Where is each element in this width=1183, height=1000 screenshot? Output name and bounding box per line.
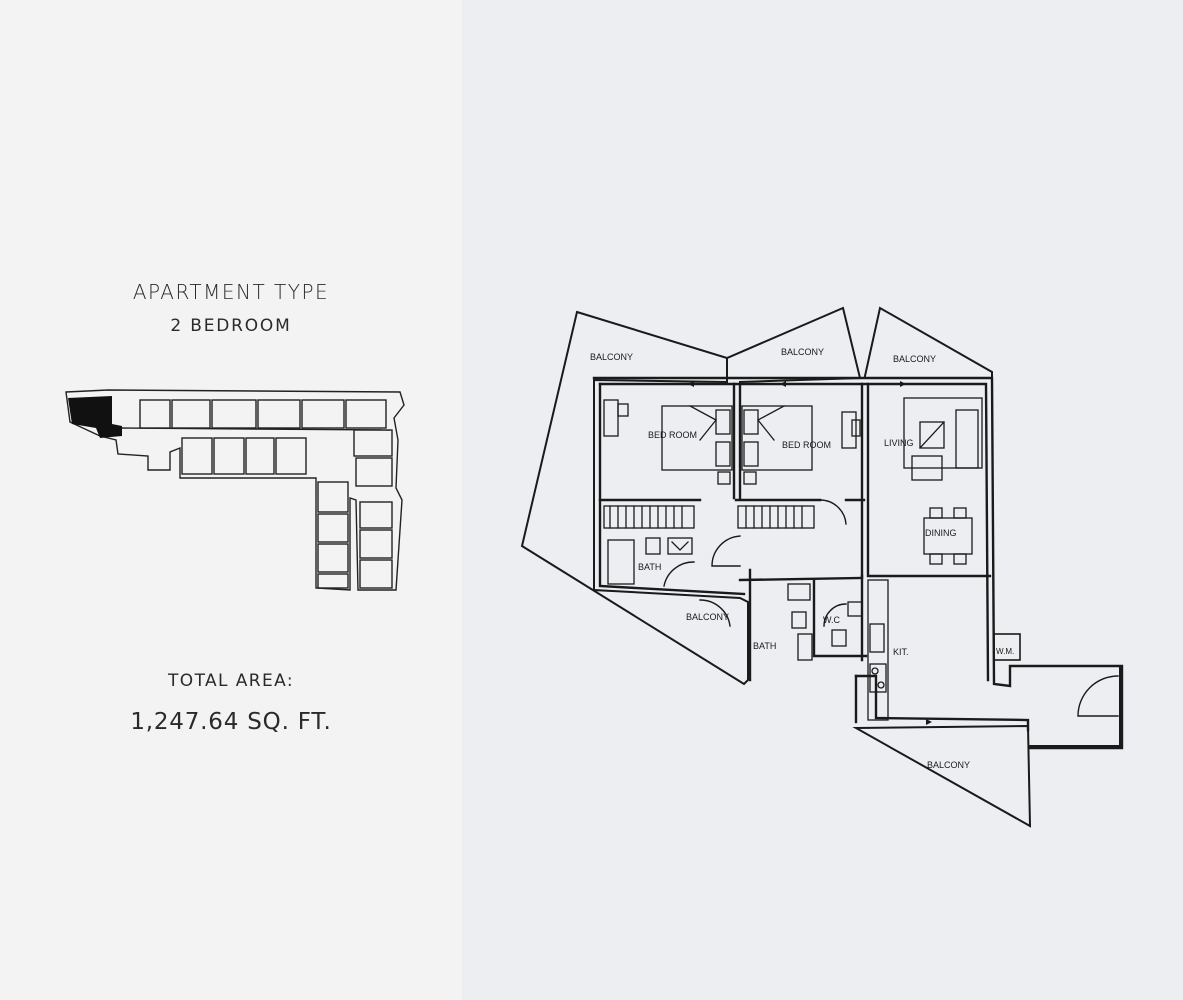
key-plan-outline [65,389,405,591]
balcony-outlines [520,306,1121,828]
label-bath-1: BATH [638,562,661,572]
label-balcony-5: BALCONY [927,760,970,770]
key-plan [65,389,405,591]
info-panel [0,0,462,1000]
walls [592,376,1124,750]
label-balcony-3: BALCONY [893,354,936,364]
bedroom-count: 2 BEDROOM [170,316,292,336]
label-washing-machine: W.M. [996,647,1014,656]
label-bedroom-2: BED ROOM [782,440,831,450]
bath-fixtures [607,537,863,661]
label-living: LIVING [884,438,914,448]
label-wc: W.C [823,615,840,625]
key-plan-middle-units [181,429,393,487]
washing-machine [993,633,1021,661]
label-balcony-2: BALCONY [781,347,824,357]
label-balcony-4: BALCONY [686,612,729,622]
key-plan-wing-units [317,481,393,589]
label-bedroom-1: BED ROOM [648,430,697,440]
total-area-value: 1,247.64 SQ. FT. [130,709,332,735]
living-furniture [903,397,983,481]
label-kitchen: KIT. [893,647,909,657]
kitchen-counter [867,579,889,721]
apartment-type-title: APARTMENT TYPE [132,280,330,304]
key-plan-top-units [139,399,387,429]
bedroom-2-bed [741,405,813,485]
bedroom-1-bed [661,405,733,485]
floor-plan: BALCONY BALCONY BALCONY BED ROOM BED ROO… [520,306,1124,828]
dining-set [923,507,973,565]
wardrobes [603,505,815,529]
label-bath-2: BATH [753,641,776,651]
label-balcony-1: BALCONY [590,352,633,362]
window-markers [688,381,932,725]
total-area-label: TOTAL AREA: [168,671,294,691]
key-plan-selected-unit [68,396,122,438]
door-swings [663,499,1119,717]
desks [603,399,861,449]
label-dining: DINING [925,528,957,538]
